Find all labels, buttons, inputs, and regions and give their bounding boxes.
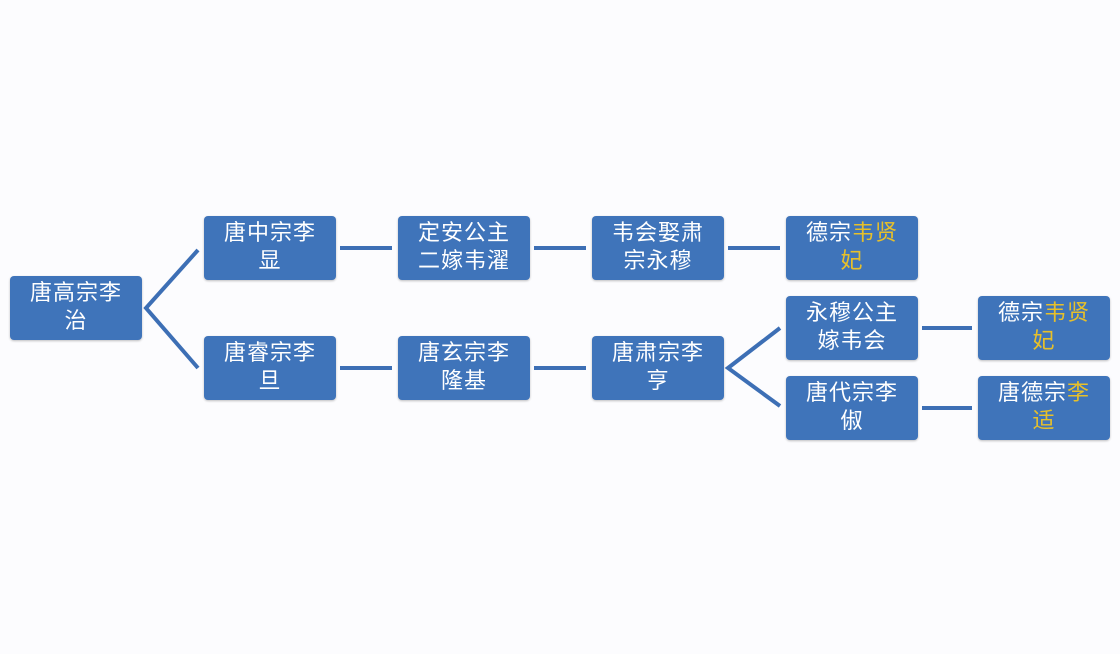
node-line: 韦会娶肃 [611, 221, 704, 246]
node-dingan: 定安公主 二嫁韦濯 [398, 216, 530, 280]
node-line: 显 [258, 249, 282, 274]
node-daizong: 唐代宗李 俶 [786, 376, 918, 440]
node-line: 德宗韦贤 [806, 220, 898, 248]
node-line: 宗永穆 [623, 249, 693, 274]
node-line: 唐德宗李 [998, 380, 1090, 408]
node-highlight-text: 韦贤 [852, 221, 899, 246]
node-line: 唐中宗李 [223, 221, 316, 246]
node-line: 唐睿宗李 [223, 341, 316, 366]
node-weihui: 韦会娶肃 宗永穆 [592, 216, 724, 280]
node-line: 旦 [258, 369, 282, 394]
connector-gaozong-children [143, 248, 200, 370]
node-dezong: 唐德宗李 适 [978, 376, 1110, 440]
node-text: 德宗 [997, 301, 1044, 326]
node-text: 唐德宗 [997, 381, 1067, 406]
node-line: 妃 [840, 249, 864, 274]
node-yongmu: 永穆公主 嫁韦会 [786, 296, 918, 360]
node-dezong-wei-consort-1: 德宗韦贤 妃 [786, 216, 918, 280]
node-line: 永穆公主 [805, 301, 898, 326]
node-line: 隆基 [440, 369, 487, 394]
node-highlight-text: 韦贤 [1044, 301, 1091, 326]
node-line: 嫁韦会 [817, 329, 887, 354]
node-line: 妃 [1032, 329, 1056, 354]
node-line: 俶 [840, 409, 864, 434]
node-line: 唐代宗李 [805, 381, 898, 406]
node-line: 适 [1032, 409, 1056, 434]
node-line: 亨 [646, 369, 670, 394]
node-line: 治 [64, 309, 88, 334]
node-highlight-text: 李 [1067, 381, 1091, 406]
node-line: 唐高宗李 [29, 281, 122, 306]
node-line: 德宗韦贤 [998, 300, 1090, 328]
node-line: 唐玄宗李 [417, 341, 510, 366]
node-zhongzong: 唐中宗李 显 [204, 216, 336, 280]
node-text: 德宗 [805, 221, 852, 246]
connector-suzong-children [724, 326, 782, 408]
node-suzong: 唐肃宗李 亨 [592, 336, 724, 400]
node-line: 二嫁韦濯 [417, 249, 510, 274]
node-ruizong: 唐睿宗李 旦 [204, 336, 336, 400]
node-line: 定安公主 [417, 221, 510, 246]
node-xuanzong: 唐玄宗李 隆基 [398, 336, 530, 400]
node-dezong-wei-consort-2: 德宗韦贤 妃 [978, 296, 1110, 360]
node-gaozong: 唐高宗李 治 [10, 276, 142, 340]
node-line: 唐肃宗李 [611, 341, 704, 366]
